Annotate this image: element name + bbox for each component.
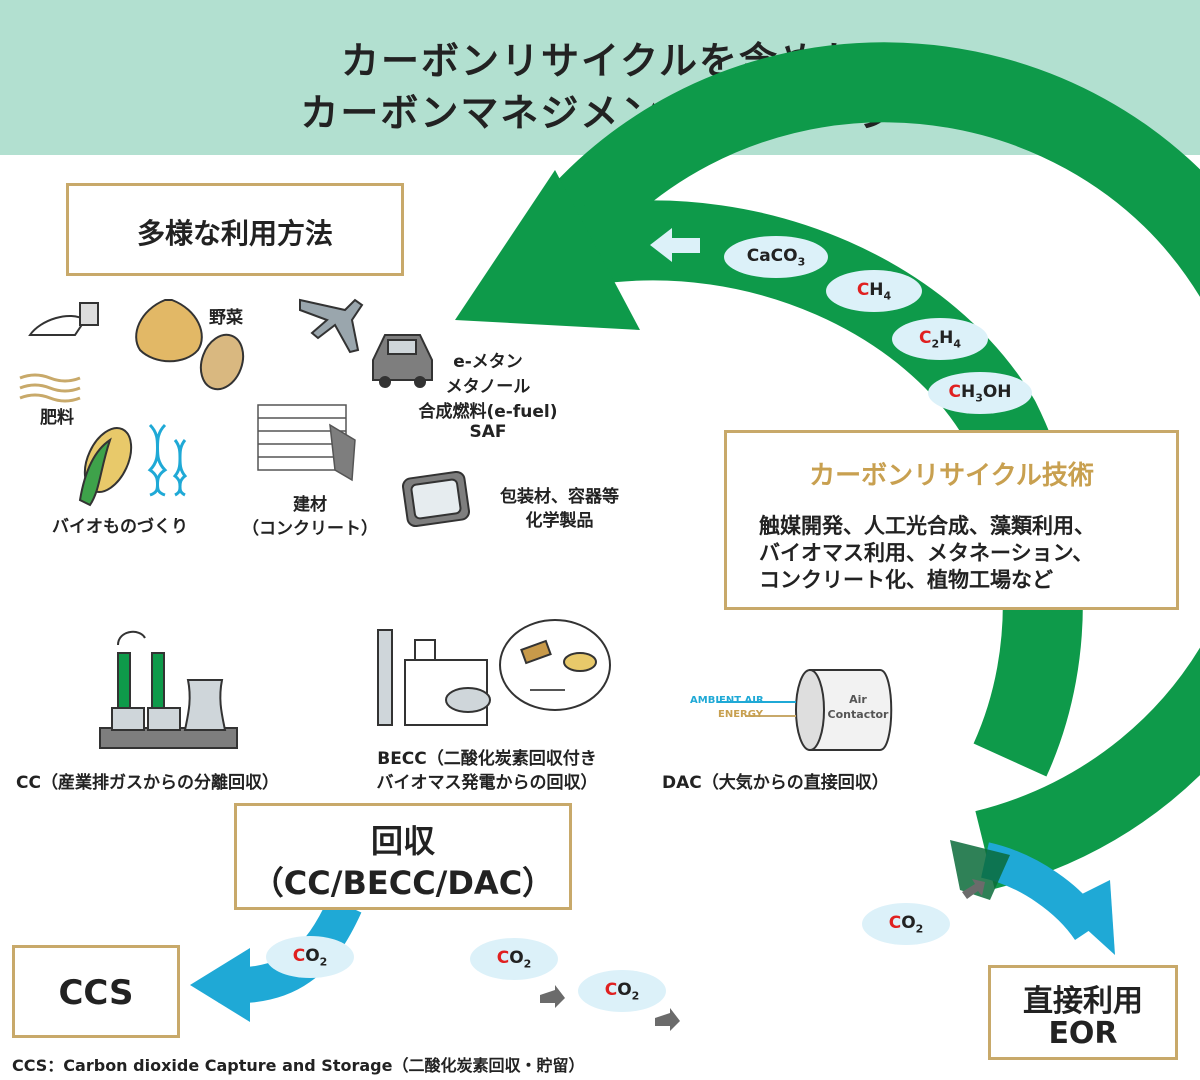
potato-icon	[199, 333, 245, 391]
label-becc-2: バイオマス発電からの回収）	[376, 773, 598, 793]
eor-arrowhead	[1060, 880, 1115, 955]
airplane-icon	[299, 298, 364, 354]
fertilizer-icon	[19, 302, 99, 403]
label-energy: ENERGY	[718, 709, 763, 720]
cycle-ring	[522, 42, 1200, 889]
label-contactor-2: Contactor	[827, 708, 889, 721]
molecule-ch4: CH4	[826, 270, 922, 312]
label-contactor-1: Air	[849, 693, 867, 706]
label-dac: DAC（大気からの直接回収）	[662, 773, 889, 793]
label-fuel-4: SAF	[469, 422, 507, 442]
brick-wall-icon	[257, 404, 356, 482]
label-becc-1: BECC（二酸化炭素回収付き	[377, 749, 597, 769]
small-arrow-icon	[650, 228, 700, 262]
recycle-tech-line-2: バイオマス利用、メタネーション、	[759, 541, 1094, 565]
eor-box-line-1: 直接利用	[1023, 984, 1143, 1019]
footnote: CCS：Carbon dioxide Capture and Storage（二…	[12, 1056, 585, 1075]
usage-box: 多様な利用方法	[66, 183, 404, 276]
ccs-arrowhead	[190, 948, 250, 1022]
molecule-c2h4: C2H4	[892, 318, 988, 360]
recycle-tech-title: カーボンリサイクル技術	[809, 461, 1094, 491]
onion-icon	[135, 299, 203, 363]
factory-cc-icon	[99, 630, 238, 749]
corn-icon	[78, 427, 133, 507]
container-icon	[401, 470, 471, 528]
label-package-1: 包装材、容器等	[500, 487, 619, 507]
ccs-box-label: CCS	[58, 973, 134, 1013]
label-material-2: （コンクリート）	[242, 519, 378, 539]
label-bio: バイオものづくり	[52, 517, 188, 537]
recycle-tech-line-3: コンクリート化、植物工場など	[759, 568, 1053, 592]
co2-badge-ccs: CO2	[266, 936, 354, 978]
recycle-tech-line-1: 触媒開発、人工光合成、藻類利用、	[759, 514, 1095, 538]
usage-box-title: 多様な利用方法	[136, 217, 333, 250]
label-fuel-3: 合成燃料(e-fuel)	[418, 402, 558, 422]
eor-box: 直接利用 EOR	[988, 965, 1178, 1060]
car-icon	[372, 334, 433, 388]
molecule-ch3oh: CH3OH	[928, 372, 1032, 414]
co2-badge-1: CO2	[470, 938, 558, 980]
label-fuel-2: メタノール	[445, 377, 531, 397]
capture-box-line-2: （CC/BECC/DAC）	[251, 864, 555, 902]
capture-box: 回収 （CC/BECC/DAC）	[234, 803, 572, 910]
factory-becc-icon	[377, 629, 491, 726]
molecule-caco3: CaCO3	[724, 236, 828, 278]
dna-icon	[147, 423, 188, 497]
label-cc: CC（産業排ガスからの分離回収）	[16, 773, 279, 793]
ccs-box: CCS	[12, 945, 180, 1038]
cycle-arrowhead	[455, 170, 640, 330]
label-package-2: 化学製品	[525, 511, 594, 531]
co2-badge-2: CO2	[578, 970, 666, 1012]
capture-box-line-1: 回収	[370, 822, 435, 860]
eor-box-line-2: EOR	[1048, 1016, 1118, 1051]
label-vegetables: 野菜	[209, 308, 243, 328]
label-ambient-air: AMBIENT AIR	[690, 695, 764, 706]
biomass-bubble-icon	[499, 619, 611, 711]
dac-contactor-icon	[718, 669, 893, 751]
recycle-tech-box: カーボンリサイクル技術 触媒開発、人工光合成、藻類利用、 バイオマス利用、メタネ…	[724, 430, 1179, 610]
label-material-1: 建材	[293, 495, 327, 515]
co2-badge-eor: CO2	[862, 903, 950, 945]
label-fuel-1: e-メタン	[453, 352, 523, 372]
label-fertilizer: 肥料	[40, 408, 74, 428]
